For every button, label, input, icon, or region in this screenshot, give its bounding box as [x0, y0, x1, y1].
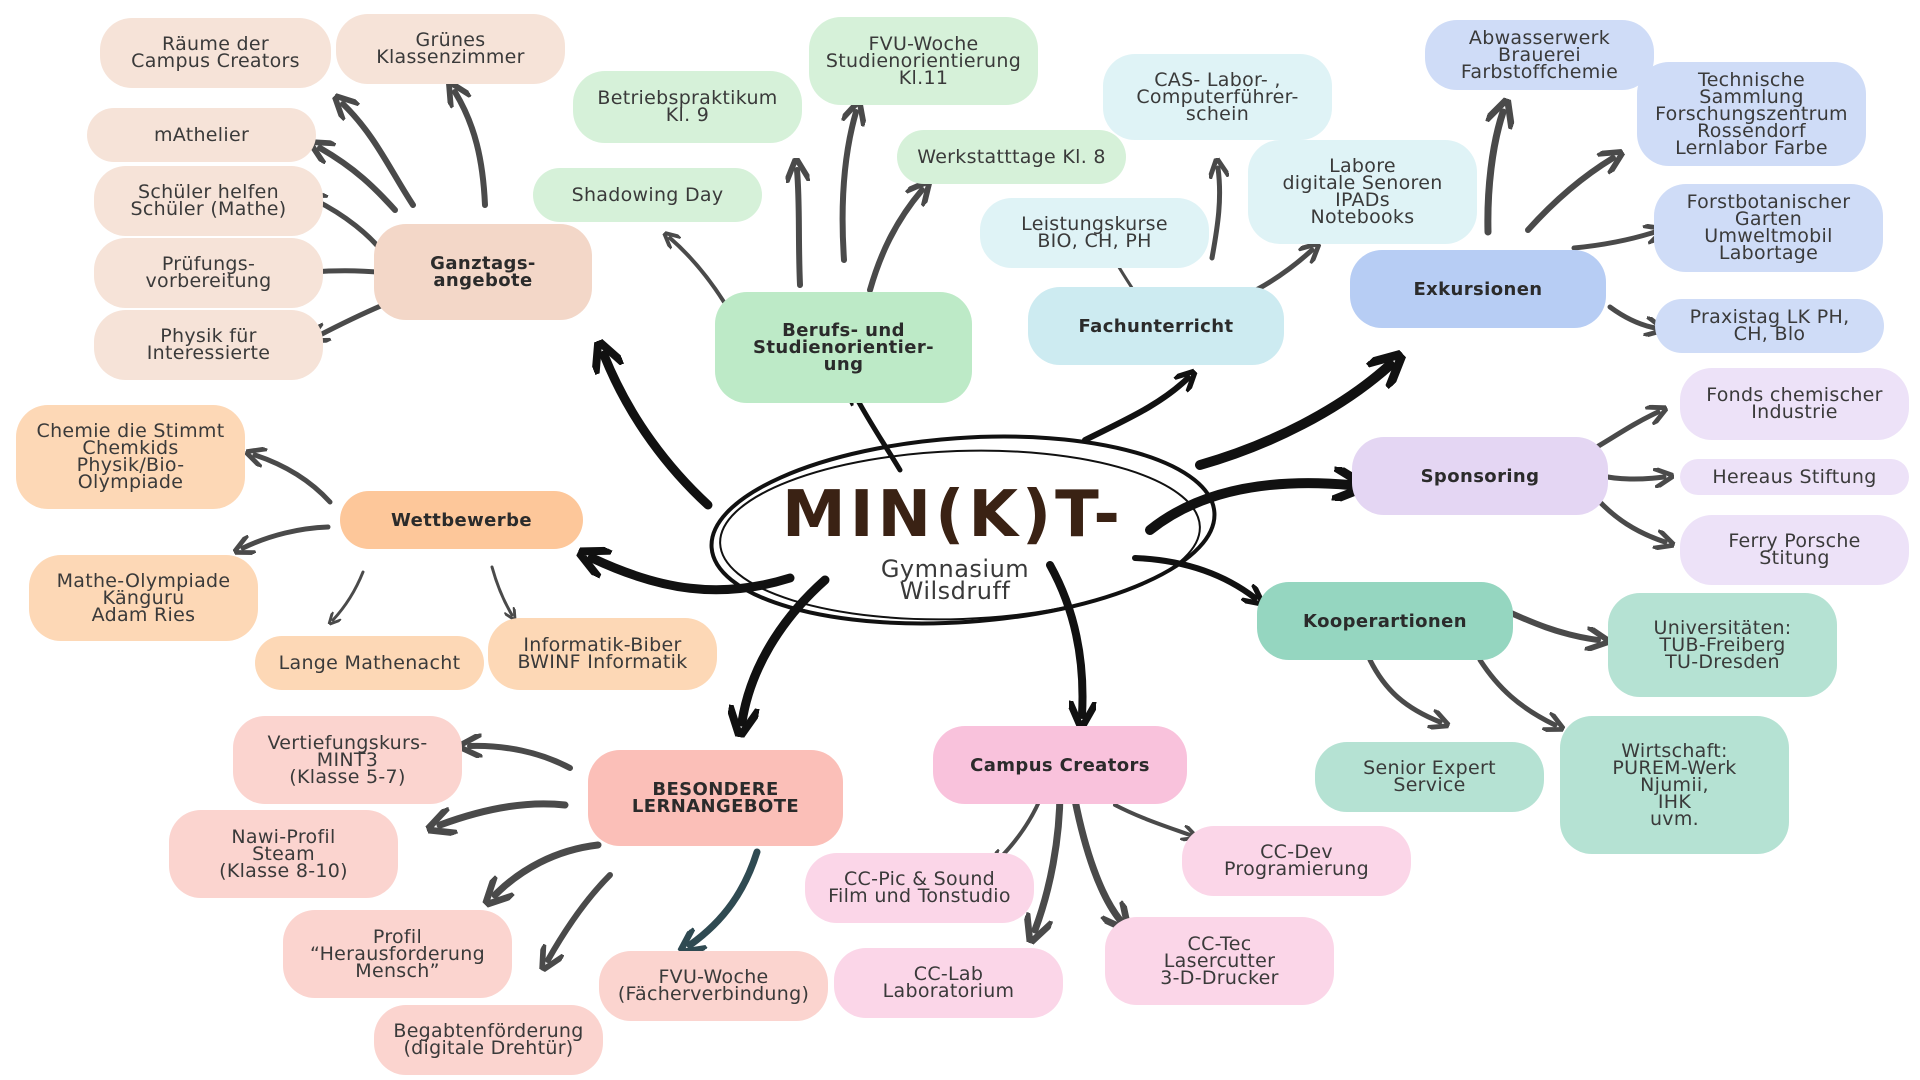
leaf-profil-herausforderung: Profil “Herausforderung Mensch” [283, 910, 512, 998]
leaf-mathe-olympiade: Mathe-Olympiade Känguru Adam Ries [29, 555, 258, 641]
leaf-nawi-profil: Nawi-Profil Steam (Klasse 8-10) [169, 810, 398, 898]
arrow-center-koop [1132, 555, 1255, 598]
arrow-center-fach [1082, 378, 1188, 443]
arrow-beruf-fvu [839, 112, 856, 263]
hub-campus-creators: Campus Creators [933, 726, 1187, 804]
leaf-fvu-faecherverbindung: FVU-Woche (Fächerverbindung) [599, 951, 828, 1021]
leaf-werkstatttage: Werkstatttage Kl. 8 [897, 130, 1126, 184]
arrow-bes-nawi [440, 800, 569, 825]
leaf-lange-mathenacht: Lange Mathenacht [255, 636, 484, 690]
leaf-forstbotanischer-garten: Forstbotanischer Garten Umweltmobil Labo… [1654, 184, 1883, 272]
leaf-shadowing-day: Shadowing Day [533, 168, 762, 222]
arrow-beruf-werkstatt [867, 190, 922, 293]
leaf-cc-tec: CC-Tec Lasercutter 3-D-Drucker [1105, 917, 1334, 1005]
leaf-raeume-campus-creators: Räume der Campus Creators [100, 18, 331, 88]
leaf-technische-sammlung: Technische Sammlung Forschungszentrum Ro… [1637, 62, 1866, 166]
hub-ganztagsangebote: Ganztags- angebote [374, 224, 592, 320]
hub-wettbewerbe: Wettbewerbe [340, 491, 583, 549]
arrow-koop-wirtschaft [1477, 657, 1555, 725]
arrow-bes-begabt [548, 872, 613, 960]
arrow-center-wett [592, 558, 795, 595]
leaf-abwasserwerk: Abwasserwerk Brauerei Farbstoffchemie [1425, 20, 1654, 90]
hub-fachunterricht: Fachunterricht [1028, 287, 1284, 365]
arrow-exk-praxis [1607, 304, 1655, 328]
arrow-center-campus [1046, 561, 1083, 715]
arrow-exk-technische [1525, 158, 1613, 233]
leaf-fvu-studienorientierung: FVU-Woche Studienorientierung Kl.11 [809, 17, 1038, 105]
leaf-schueler-helfen: Schüler helfen Schüler (Mathe) [94, 166, 323, 236]
arrow-wett-lange [333, 570, 365, 620]
leaf-wirtschaft: Wirtschaft: PUREM-Werk Njumii, IHK uvm. [1560, 716, 1789, 854]
leaf-labore-digitale: Labore digitale Senoren IPADs Notebooks [1248, 140, 1477, 244]
hub-exkursionen: Exkursionen [1350, 250, 1606, 328]
arrow-wett-chemie [255, 455, 333, 505]
leaf-universitaeten: Universitäten: TUB-Freiberg TU-Dresden [1608, 593, 1837, 697]
leaf-informatik-biber: Informatik-Biber BWINF Informatik [488, 618, 717, 690]
arrow-center-exk [1195, 365, 1390, 470]
arrow-campus-cctec [1071, 796, 1120, 920]
arrow-bes-profil [495, 841, 602, 895]
leaf-mathelier: mAthelier [87, 108, 316, 162]
leaf-begabtenfoerderung: Begabtenförderung (digitale Drehtür) [374, 1005, 603, 1075]
center-ellipse-inner [719, 449, 1201, 621]
arrow-spon-ferry [1595, 497, 1665, 542]
arrow-campus-ccdev [1113, 803, 1190, 835]
arrow-campus-cclab [1035, 786, 1064, 930]
arrow-bes-fvu [690, 848, 761, 945]
arrow-center-bes [742, 575, 830, 722]
arrow-koop-uni [1495, 604, 1598, 640]
leaf-fonds-chemischer-industrie: Fonds chemischer Industrie [1680, 368, 1909, 440]
arrow-ganztag-mathelier [320, 148, 398, 213]
leaf-cc-lab: CC-Lab Laboratorium [834, 948, 1063, 1018]
leaf-physik-interessierte: Physik für Interessierte [94, 310, 323, 380]
arrow-exk-abwasser [1484, 112, 1503, 236]
arrow-beruf-betriebs [797, 170, 800, 288]
center-ellipse [709, 434, 1217, 626]
leaf-ferry-porsche: Ferry Porsche Stitung [1680, 515, 1909, 585]
hub-berufsorientierung: Berufs- und Studienorientier- ung [715, 292, 972, 403]
arrow-center-ganztag [604, 355, 713, 510]
hub-kooperationen: Kooperartionen [1257, 582, 1513, 660]
center-subtitle: Gymnasium Wilsdruff [880, 555, 1030, 605]
arrow-wett-mathe [243, 524, 331, 548]
leaf-praxistag: Praxistag LK PH, CH, Blo [1655, 299, 1884, 353]
leaf-leistungskurse: Leistungskurse BIO, CH, PH [980, 198, 1209, 268]
leaf-pruefungsvorbereitung: Prüfungs- vorbereitung [94, 238, 323, 308]
hub-besondere-lernangebote: BESONDERE LERNANGEBOTE [588, 750, 843, 846]
arrow-beruf-shadowing [670, 238, 726, 304]
hub-sponsoring: Sponsoring [1352, 437, 1608, 515]
arrow-exk-forst [1571, 232, 1655, 251]
leaf-vertiefungskurs: Vertiefungskurs- MINT3 (Klasse 5-7) [233, 716, 462, 804]
leaf-senior-expert-service: Senior Expert Service [1315, 742, 1544, 812]
leaf-cc-pic-sound: CC-Pic & Sound Film und Tonstudio [805, 853, 1034, 923]
arrow-fach-cas [1212, 168, 1220, 261]
arrow-bes-vertief [470, 746, 573, 771]
arrow-ganztag-gruenes [455, 92, 488, 208]
leaf-cc-dev: CC-Dev Programierung [1182, 826, 1411, 896]
arrow-wett-informatik [490, 565, 512, 615]
leaf-gruenes-klassenzimmer: Grünes Klassenzimmer [336, 14, 565, 84]
leaf-hereaus-stiftung: Hereaus Stiftung [1680, 459, 1909, 495]
arrow-koop-senior [1367, 657, 1440, 722]
arrow-ganztag-raeume [343, 104, 416, 208]
leaf-chemie-die-stimmt: Chemie die Stimmt Chemkids Physik/Bio- O… [16, 405, 245, 509]
leaf-cas-labor: CAS- Labor- , Computerführer- schein [1103, 54, 1332, 140]
center-title: MIN(K)T- [782, 478, 1124, 552]
leaf-betriebspraktikum: Betriebspraktikum Kl. 9 [573, 71, 802, 143]
arrow-center-spon [1145, 483, 1350, 535]
